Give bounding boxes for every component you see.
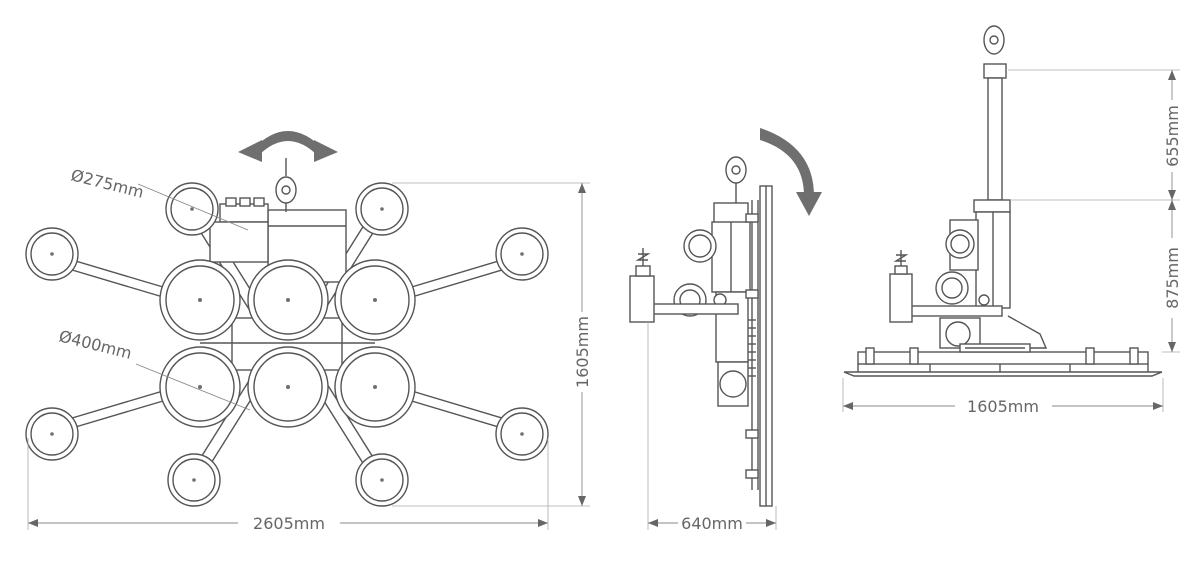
small-pad	[495, 407, 549, 461]
tilt-arrow-icon	[760, 128, 822, 216]
small-pad	[25, 407, 79, 461]
small-pad	[165, 182, 219, 236]
side-depth-label: 640mm	[681, 514, 743, 533]
large-pad	[334, 346, 416, 428]
front-width-label: 1605mm	[967, 397, 1039, 416]
small-pad	[355, 453, 409, 507]
large-pad	[159, 259, 241, 341]
small-pad	[495, 227, 549, 281]
large-pad	[334, 259, 416, 341]
pad-small-diameter-label: Ø275mm	[69, 165, 146, 201]
small-pad	[25, 227, 79, 281]
top-height-label: 1605mm	[573, 316, 592, 388]
large-pad	[247, 259, 329, 341]
lifting-hook	[275, 158, 297, 212]
front-lower-height-label: 875mm	[1163, 247, 1182, 309]
front-upper-height-label: 655mm	[1163, 105, 1182, 167]
side-view: 640mm	[629, 128, 822, 533]
gear-teeth	[748, 319, 756, 377]
small-pad	[355, 182, 409, 236]
large-pad	[247, 346, 329, 428]
pad-large-diameter-label: Ø400mm	[57, 326, 134, 362]
rotate-arrow-icon	[238, 131, 338, 162]
front-view: 1605mm 655mm 875mm	[842, 25, 1182, 416]
small-pad	[167, 453, 221, 507]
large-pad	[159, 346, 241, 428]
top-width-label: 2605mm	[253, 514, 325, 533]
top-view: Ø275mm Ø400mm 2605mm 1605mm	[25, 131, 592, 533]
